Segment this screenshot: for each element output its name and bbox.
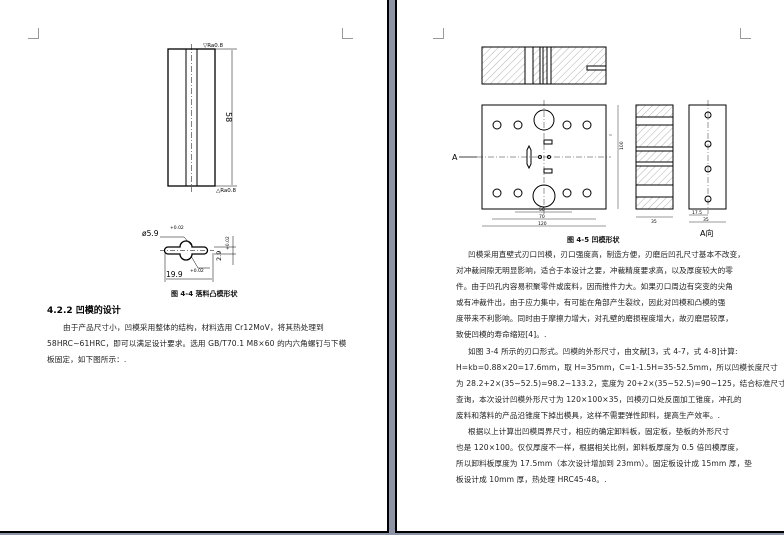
paragraph-line: 板固定，如下图所示：. — [47, 355, 127, 364]
punch-front-view-drawing: ▽Ra0.8 △Ra0.8 58 ø5.9 +0.02 19.9 +0.02 2… — [142, 43, 237, 282]
paragraph-line: 或有冲裁件出，由于应力集中，有可能在角部产生裂纹，因此对凹模和凸模的强 — [456, 298, 726, 307]
dimension-label: 58 — [224, 112, 233, 122]
section-arrow-label: A — [452, 153, 458, 162]
corner-mark — [433, 28, 444, 39]
dimension-label: 120 — [538, 221, 547, 227]
paragraph-line: 对冲裁间隙无明显影响，适合于本设计之要，冲裁精度要求高，以及厚度较大的零 — [456, 266, 733, 275]
tolerance-label: +0.02 — [170, 225, 184, 231]
paragraph-line: 件。由于凹孔内容易积聚零件或废料，因而推件力大。如果刃口周边有突变的尖角 — [456, 282, 733, 291]
document-page-right: A 50 70 120 100 35 17.5 35 A向 图 4-5 凹模形状… — [395, 0, 784, 533]
paragraph-line: 也是 120×100。仅仅厚度不一样，根据相关比例，卸料板厚度为 0.5 倍凹模… — [456, 443, 743, 452]
paragraph-line: 度带来不利影响。同时由于摩擦力增大，对孔壁的磨损程度增大，故刃磨层较厚， — [456, 314, 733, 323]
paragraph-line: 致使凹模的寿命缩短[4]。. — [456, 330, 547, 339]
paragraph-line: 根据以上计算出凹模周界尺寸，相应的确定卸料板，固定板，垫板的外形尺寸 — [468, 427, 730, 436]
die-drawing: A 50 70 120 100 35 17.5 35 A向 — [452, 46, 727, 238]
roughness-label: ▽Ra0.8 — [203, 43, 224, 49]
dimension-label: 50 — [539, 207, 545, 213]
paragraph-line: 板设计成 10mm 厚，热处理 HRC45-48。. — [456, 475, 607, 484]
tolerance-label: +0.02 — [190, 268, 204, 274]
paragraph-line: 如图 3-4 所示的刃口形式。凹模的外形尺寸，由文献[3，式 4-7，式 4-8… — [468, 347, 738, 356]
dimension-label: 17.5 — [692, 210, 702, 216]
dimension-label: 35 — [651, 219, 657, 225]
figure-caption: 图 4-5 凹模形状 — [567, 236, 620, 244]
corner-mark — [740, 28, 751, 39]
paragraph-line: H=kb=0.88×20=17.6mm，取 H=35mm，C=1-1.5H=35… — [456, 363, 778, 372]
dimension-label: ø5.9 — [142, 229, 159, 238]
paragraph-line: 为 28.2+2×(35~52.5)=98.2~133.2，宽度为 20+2×(… — [456, 379, 784, 388]
corner-mark — [28, 28, 39, 39]
view-label: A向 — [700, 228, 713, 238]
figure-caption: 图 4-4 落料凸模形状 — [171, 290, 238, 298]
document-page-left: ▽Ra0.8 △Ra0.8 58 ø5.9 +0.02 19.9 +0.02 2… — [0, 0, 389, 533]
paragraph-line: 废料和落料的产品沿锥度下掉出模具，这样不需要弹性卸料，提高生产效率。. — [456, 411, 721, 420]
paragraph-line: 由于产品尺寸小，凹模采用整体的结构，材料选用 Cr12MoV，将其热处理到 — [63, 323, 324, 332]
dimension-label: 2.9 — [215, 251, 223, 261]
dimension-label: 19.9 — [166, 270, 183, 279]
paragraph-line: 查询，本次设计凹模外形尺寸为 120×100×35，凹模刃口处反面加工锥度，冲孔… — [456, 395, 742, 404]
dimension-label: 35 — [703, 217, 709, 223]
dimension-label: 100 — [619, 141, 625, 150]
roughness-label: △Ra0.8 — [216, 188, 237, 194]
section-heading: 4.2.2 凹模的设计 — [47, 306, 121, 316]
corner-mark — [342, 28, 353, 39]
paragraph-line: 所以卸料板厚度为 17.5mm（本次设计增加到 23mm）。固定板设计成 15m… — [456, 459, 752, 468]
paragraph-line: 58HRC~61HRC，即可以满足设计要求。选用 GB/T70.1 M8×60 … — [47, 339, 347, 348]
paragraph-line: 凹模采用直壁式刃口凹模，刃口强度高，制造方便，刃磨后凹孔尺寸基本不改变， — [468, 250, 745, 259]
tolerance-label: +0.02 — [225, 236, 231, 250]
dimension-label: 70 — [539, 214, 545, 220]
